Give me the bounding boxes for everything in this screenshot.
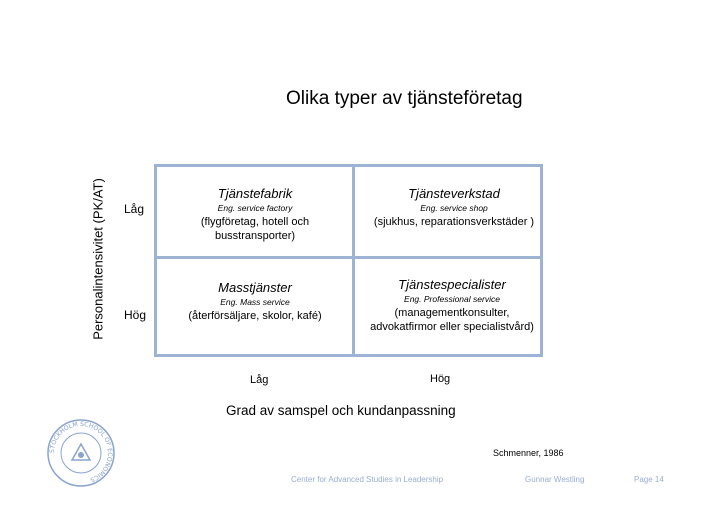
footer-author: Gunnar Westling xyxy=(525,475,585,484)
row-label-low: Låg xyxy=(124,202,145,216)
cell-heading: Masstjänster xyxy=(218,280,292,295)
x-label-high: Hög xyxy=(430,373,451,385)
cell-description-line: (flygföretag, hotell och xyxy=(200,216,310,228)
cell-heading: Tjänstespecialister xyxy=(398,277,506,292)
matrix-vertical-divider xyxy=(352,164,355,357)
matrix-horizontal-divider xyxy=(154,256,543,259)
x-label-low: Låg xyxy=(250,374,269,386)
cell-description-line: (återförsäljare, skolor, kafé) xyxy=(188,310,322,322)
cell-english: Eng. service shop xyxy=(420,203,488,213)
cell-mass-service: Masstjänster Eng. Mass service (återförs… xyxy=(188,280,321,323)
cell-heading: Tjänsteverkstad xyxy=(408,186,500,201)
row-label-high: Hög xyxy=(124,308,147,322)
y-axis-label: Personalintensivitet (PK/AT) xyxy=(90,178,106,340)
cell-professional-service: Tjänstespecialister Eng. Professional se… xyxy=(370,277,534,334)
footer-center-name: Center for Advanced Studies in Leadershi… xyxy=(291,475,444,484)
slide-title: Olika typer av tjänsteföretag xyxy=(286,88,523,109)
cell-service-shop: Tjänsteverkstad Eng. service shop (sjukh… xyxy=(374,186,534,229)
cell-english: Eng. service factory xyxy=(217,203,293,213)
matrix-frame xyxy=(154,164,543,357)
source-citation: Schmenner, 1986 xyxy=(493,448,564,458)
cell-english: Eng. Mass service xyxy=(220,297,290,307)
cell-heading: Tjänstefabrik xyxy=(217,186,293,201)
cell-english: Eng. Professional service xyxy=(404,294,500,304)
cell-description-line: busstransporter) xyxy=(214,230,296,242)
cell-description-line: (managementkonsulter, xyxy=(394,307,510,319)
cell-description-line: (sjukhus, reparationsverkstäder ) xyxy=(373,216,535,228)
school-logo: STOCKHOLM SCHOOL OF ECONOMICS xyxy=(46,418,116,493)
x-axis-title: Grad av samspel och kundanpassning xyxy=(226,403,456,418)
footer-page-number: Page 14 xyxy=(634,475,664,484)
cell-service-factory: Tjänstefabrik Eng. service factory (flyg… xyxy=(201,186,309,243)
cell-description-line: advokatfirmor eller specialistvård) xyxy=(370,321,534,333)
